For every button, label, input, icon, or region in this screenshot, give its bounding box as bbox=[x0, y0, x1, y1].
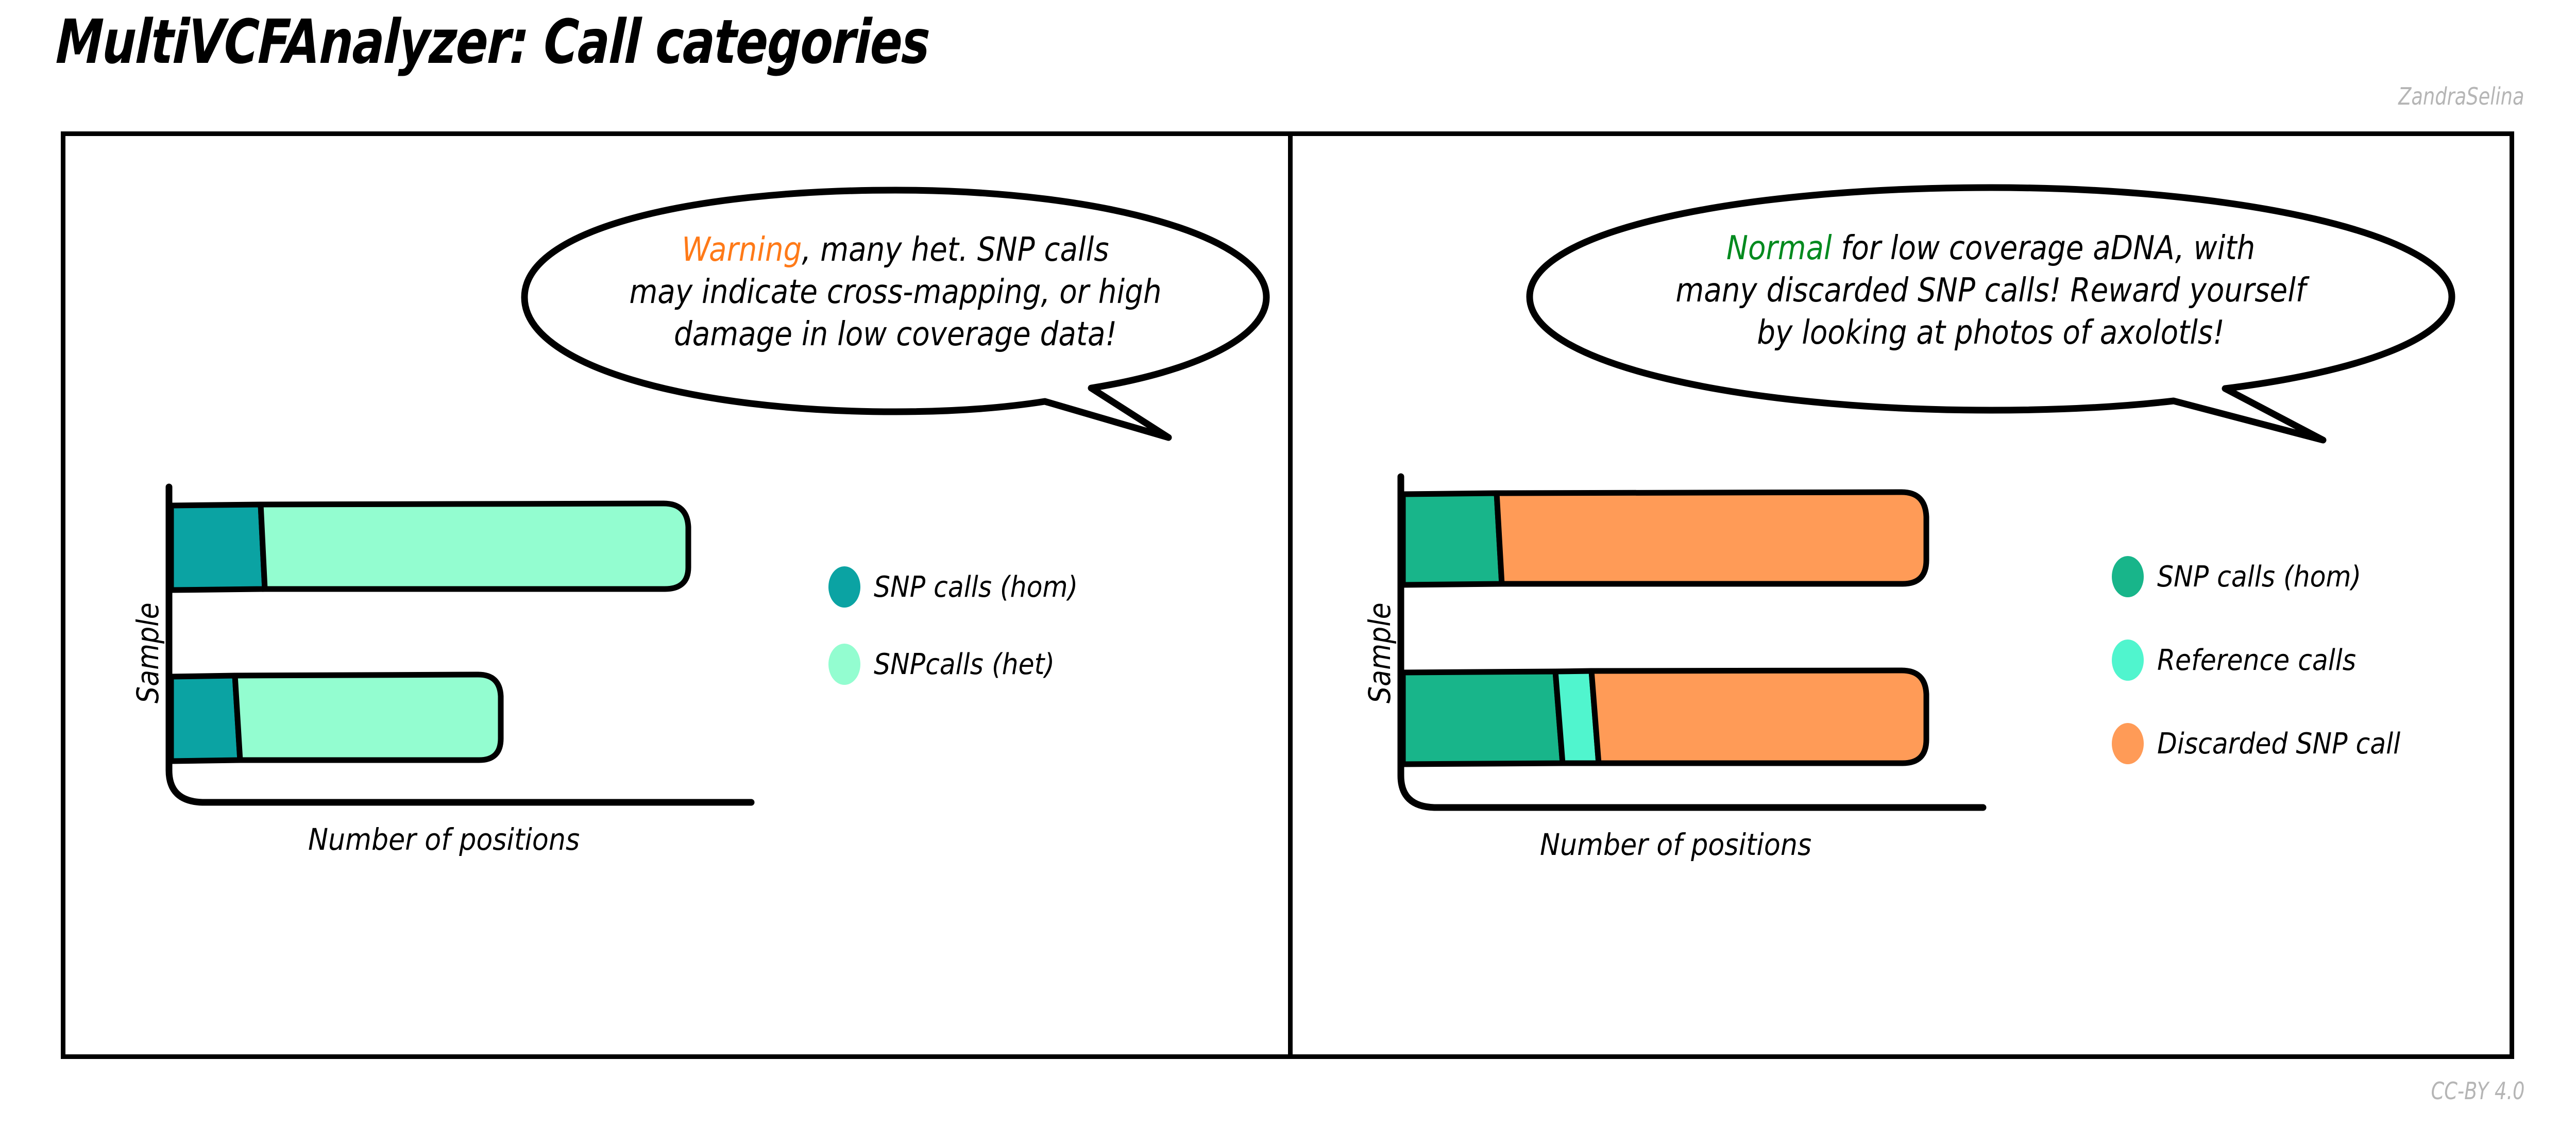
panel-right: Normal for low coverage aDNA, with many … bbox=[1293, 131, 2576, 1059]
legend-right: SNP calls (hom) Reference calls Discarde… bbox=[2112, 549, 2428, 771]
bubble-line-1: , many het. SNP calls bbox=[802, 231, 1109, 269]
legend-label-reference-calls: Reference calls bbox=[2157, 643, 2357, 677]
bar-segment-hom-2 bbox=[1400, 668, 1566, 767]
legend-item-snp-het[interactable]: SNPcalls (het) bbox=[828, 636, 1100, 692]
panel-left: Warning, many het. SNP calls may indicat… bbox=[61, 131, 1349, 1059]
legend-left: SNP calls (hom) SNPcalls (het) bbox=[828, 559, 1100, 692]
bar-row-2 bbox=[168, 671, 504, 764]
bubble-line-3: damage in low coverage data! bbox=[673, 315, 1117, 354]
chart-right-xlabel: Number of positions bbox=[1540, 827, 1812, 862]
legend-label-snp-het: SNPcalls (het) bbox=[874, 647, 1055, 681]
attribution: ZandraSelina bbox=[2398, 82, 2524, 110]
bar-segment-discarded-1 bbox=[1494, 489, 1929, 587]
bar-row-1 bbox=[1400, 489, 1929, 588]
bubble-line-2: may indicate cross-mapping, or high bbox=[629, 273, 1162, 311]
bar-segment-het-1 bbox=[258, 500, 691, 592]
chart-left-xlabel: Number of positions bbox=[308, 822, 580, 857]
legend-item-discarded-snp[interactable]: Discarded SNP call bbox=[2112, 716, 2428, 771]
bubble-line-2: many discarded SNP calls! Reward yoursel… bbox=[1675, 271, 2306, 310]
bar-segment-hom-2 bbox=[168, 672, 243, 764]
legend-item-snp-hom[interactable]: SNP calls (hom) bbox=[828, 559, 1100, 615]
bar-segment-hom-1 bbox=[168, 501, 268, 593]
legend-label-snp-hom: SNP calls (hom) bbox=[874, 570, 1078, 604]
speech-bubble-left-text: Warning, many het. SNP calls may indicat… bbox=[542, 229, 1249, 356]
chart-left: Sample Number of positions bbox=[130, 482, 823, 997]
chart-right-ylabel: Sample bbox=[1362, 602, 1397, 703]
bar-segment-hom-1 bbox=[1400, 490, 1505, 588]
legend-swatch-snp-het bbox=[828, 644, 860, 685]
speech-bubble-right-shape bbox=[1526, 184, 2455, 444]
chart-right: Sample Number of positions bbox=[1362, 472, 2107, 987]
legend-swatch-discarded-snp bbox=[2112, 723, 2144, 764]
bubble-highlight-warning: Warning bbox=[682, 231, 802, 269]
chart-right-bars bbox=[1400, 489, 1929, 767]
speech-bubble-left: Warning, many het. SNP calls may indicat… bbox=[494, 183, 1297, 441]
speech-bubble-right: Normal for low coverage aDNA, with many … bbox=[1494, 180, 2488, 444]
speech-bubble-left-shape bbox=[521, 187, 1270, 441]
bar-row-1 bbox=[168, 500, 691, 593]
bubble-highlight-normal: Normal bbox=[1726, 229, 1832, 267]
legend-item-snp-hom[interactable]: SNP calls (hom) bbox=[2112, 549, 2428, 604]
speech-bubble-right-text: Normal for low coverage aDNA, with many … bbox=[1553, 228, 2428, 355]
chart-right-axis bbox=[1397, 473, 1987, 811]
panel-divider bbox=[1288, 131, 1293, 1059]
bar-row-2 bbox=[1400, 667, 1929, 767]
legend-item-reference-calls[interactable]: Reference calls bbox=[2112, 632, 2428, 688]
legend-swatch-snp-hom bbox=[828, 566, 860, 608]
legend-label-discarded-snp: Discarded SNP call bbox=[2157, 727, 2401, 761]
bubble-line-1: for low coverage aDNA, with bbox=[1832, 229, 2256, 267]
bar-segment-discarded-2 bbox=[1588, 667, 1929, 766]
chart-left-ylabel: Sample bbox=[130, 602, 165, 703]
legend-swatch-reference-calls bbox=[2112, 640, 2144, 681]
chart-left-bars bbox=[168, 500, 691, 764]
bar-segment-het-2 bbox=[232, 671, 504, 763]
license-label: CC-BY 4.0 bbox=[2431, 1077, 2524, 1105]
page-title: MultiVCFAnalyzer: Call categories bbox=[55, 6, 931, 77]
legend-label-snp-hom: SNP calls (hom) bbox=[2157, 560, 2362, 594]
chart-left-axis bbox=[165, 483, 755, 806]
legend-swatch-snp-hom bbox=[2112, 556, 2144, 597]
bubble-line-3: by looking at photos of axolotls! bbox=[1757, 313, 2225, 352]
